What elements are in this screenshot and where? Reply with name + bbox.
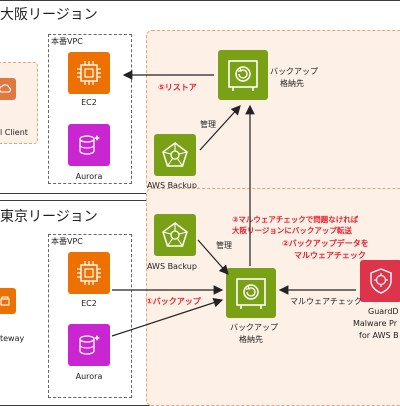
guardduty-label-1: GuardD	[368, 307, 399, 316]
tokyo-vault-icon	[226, 268, 276, 318]
scan-step-label-1: ②バックアップデータを	[282, 239, 369, 248]
backup-step-label: ①バックアップ	[146, 297, 201, 306]
osaka-region-title: 大阪リージョン	[0, 7, 98, 23]
gateway-icon	[0, 288, 16, 314]
tokyo-region-title: 東京リージョン	[0, 209, 98, 225]
tokyo-backup-icon	[154, 214, 196, 256]
osaka-vpc-label: 本番VPC	[51, 37, 83, 46]
tokyo-ec2-icon	[68, 252, 110, 294]
osaka-ec2-label: EC2	[81, 98, 97, 107]
osaka-vault-icon	[218, 50, 268, 100]
copy-step-label-1: ③マルウェアチェックで問題なければ	[232, 215, 359, 224]
copy-step-label-2: 大阪リージョンにバックアップ転送	[232, 226, 352, 235]
guardduty-label-2: Malware Pr	[353, 319, 398, 328]
scan-step-label-2: マルウェアチェック	[294, 251, 366, 260]
guardduty-label-3: for AWS B	[359, 331, 399, 340]
osaka-vault-label-2: 格納先	[280, 79, 304, 88]
osaka-backup-icon	[154, 134, 196, 176]
restore-step-label: ⑤リストア	[158, 83, 197, 92]
osaka-ec2-icon	[68, 52, 110, 94]
osaka-vault-label-1: バックアップ	[270, 67, 318, 76]
gateway-label: teway	[0, 334, 25, 343]
tokyo-backup-label: AWS Backup	[147, 262, 197, 271]
tokyo-manage-label: 管理	[216, 241, 232, 250]
malware-check-label: マルウェアチェック	[290, 297, 362, 306]
tokyo-aurora-icon	[68, 324, 110, 366]
osaka-aurora-icon	[68, 124, 110, 166]
client-cloud-icon	[0, 78, 16, 100]
tokyo-vault-label-2: 格納先	[239, 335, 263, 344]
osaka-backup-label: AWS Backup	[147, 181, 197, 190]
tokyo-vault-label-1: バックアップ	[230, 323, 278, 332]
guardduty-shield-icon	[360, 260, 400, 302]
osaka-aurora-label: Aurora	[75, 172, 103, 181]
tokyo-vpc-label: 本番VPC	[51, 237, 83, 246]
tokyo-ec2-label: EC2	[81, 299, 97, 308]
osaka-manage-label: 管理	[200, 120, 216, 129]
tokyo-aurora-label: Aurora	[75, 372, 103, 381]
osaka-client-box	[0, 62, 38, 144]
osaka-client-label: l Client	[0, 128, 28, 137]
